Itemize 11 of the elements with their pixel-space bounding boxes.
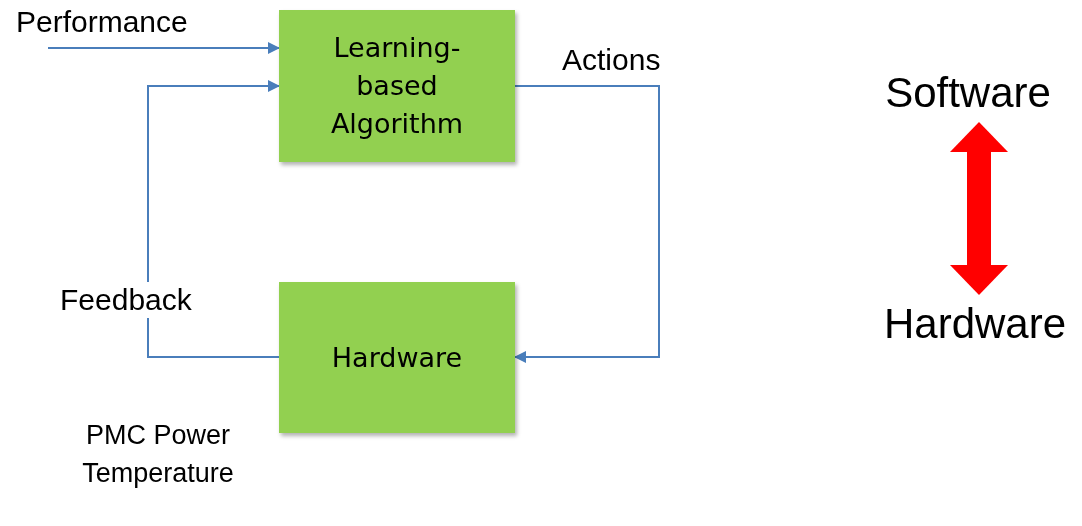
annotation-text: PMC Power Temperature	[81, 419, 235, 490]
node-label: Software	[885, 69, 1051, 117]
process-box	[279, 10, 515, 162]
arrow	[950, 122, 1008, 295]
process-box	[279, 282, 515, 433]
arrow	[514, 85, 660, 363]
arrow	[47, 42, 280, 54]
arrow	[147, 80, 280, 358]
node-label: Hardware	[883, 300, 1067, 348]
box-label: Hardware	[331, 340, 463, 375]
box-label: Learning-based Algorithm	[329, 31, 465, 141]
